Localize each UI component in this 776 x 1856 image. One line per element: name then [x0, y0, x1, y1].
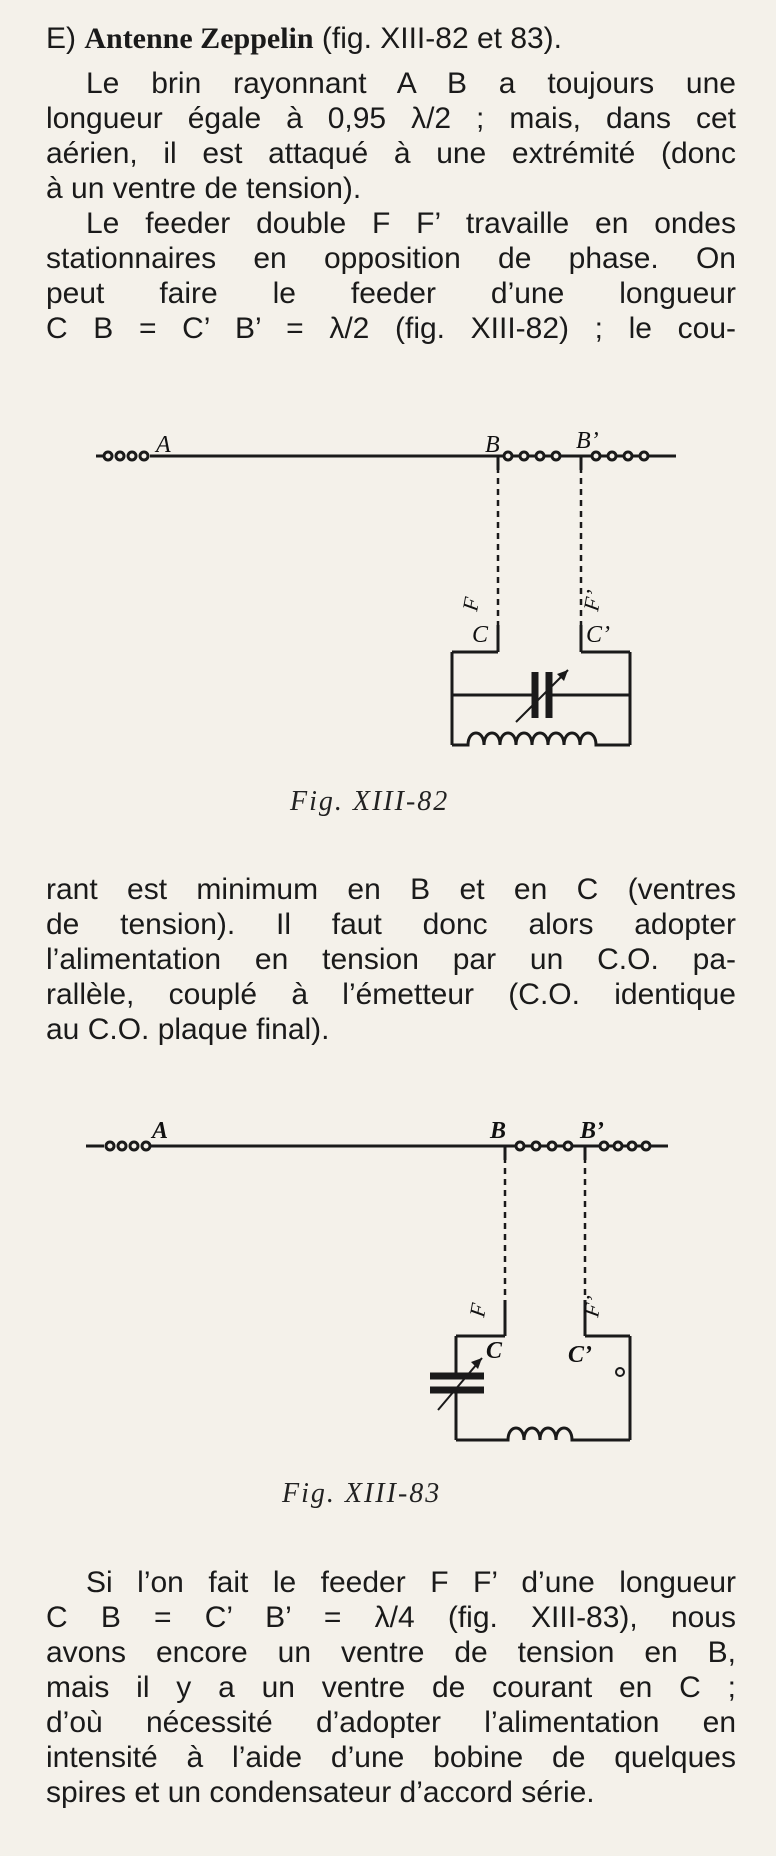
- text-line: à un ventre de tension).: [46, 172, 362, 205]
- text-line: C B = C’ B’ = λ/4 (fig. XIII-83), nous: [46, 1601, 736, 1634]
- text-line: spires et un condensateur d’accord série…: [46, 1776, 595, 1809]
- text-line: C B = C’ B’ = λ/2 (fig. XIII-82) ; le co…: [46, 312, 736, 345]
- label-f: F: [457, 595, 484, 614]
- label-b-prime: B’: [579, 1118, 604, 1144]
- text-line: l’alimentation en tension par un C.O. pa…: [46, 943, 736, 976]
- figure-xiii-83-diagram: A B B’ F F’ C C’: [86, 1118, 668, 1442]
- text-line: Si l’on fait le feeder F F’ d’une longue…: [86, 1566, 736, 1599]
- text-line: mais il y a un ventre de courant en C ;: [46, 1671, 736, 1704]
- label-f-prime: F’: [578, 1294, 606, 1320]
- text-line: de tension). Il faut donc alors adopter: [46, 908, 736, 941]
- label-c: C: [472, 622, 489, 648]
- label-f: F: [464, 1301, 491, 1320]
- label-a: A: [150, 1118, 168, 1144]
- text-line: au C.O. plaque final).: [46, 1013, 330, 1046]
- label-c: C: [486, 1338, 503, 1364]
- section-figure-ref: (fig. XIII-82 et 83).: [321, 22, 563, 55]
- label-b: B: [485, 432, 500, 458]
- section-label: E): [46, 22, 76, 55]
- figure-xiii-83-caption: Fig. XIII-83: [282, 1478, 442, 1509]
- section-title: Antenne Zeppelin: [84, 22, 314, 55]
- text-line: Le feeder double F F’ travaille en ondes: [86, 207, 736, 240]
- label-b-prime: B’: [576, 428, 599, 454]
- label-b: B: [489, 1118, 506, 1144]
- label-f-prime: F’: [578, 588, 606, 614]
- label-a: A: [154, 432, 171, 458]
- text-line: d’où nécessité d’adopter l’alimentation …: [46, 1706, 736, 1739]
- text-line: rallèle, couplé à l’émetteur (C.O. ident…: [46, 978, 736, 1011]
- text-line: stationnaires en opposition de phase. On: [46, 242, 736, 275]
- text-line: intensité à l’aide d’une bobine de quelq…: [46, 1741, 736, 1774]
- label-c-prime: C’: [568, 1342, 592, 1368]
- figure-xiii-82-caption: Fig. XIII-82: [290, 786, 450, 817]
- text-line: rant est minimum en B et en C (ventres: [46, 873, 736, 906]
- text-line: aérien, il est attaqué à une extrémité (…: [46, 137, 736, 170]
- text-line: longueur égale à 0,95 λ/2 ; mais, dans c…: [46, 102, 736, 135]
- paragraph-1: Le brin rayonnant A B a toujours une lon…: [46, 66, 736, 206]
- text-line: avons encore un ventre de tension en B,: [46, 1636, 736, 1669]
- paragraph-4: Si l’on fait le feeder F F’ d’une longue…: [46, 1565, 736, 1810]
- text-line: Le brin rayonnant A B a toujours une: [86, 67, 736, 100]
- text-line: peut faire le feeder d’une longueur: [46, 277, 736, 310]
- section-heading: E) Antenne Zeppelin (fig. XIII-82 et 83)…: [46, 18, 746, 60]
- paragraph-2: Le feeder double F F’ travaille en ondes…: [46, 206, 736, 346]
- label-c-prime: C’: [586, 622, 610, 648]
- figure-xiii-82-diagram: A B B’ F F’ C C’: [96, 428, 676, 747]
- paragraph-3: rant est minimum en B et en C (ventres d…: [46, 872, 736, 1047]
